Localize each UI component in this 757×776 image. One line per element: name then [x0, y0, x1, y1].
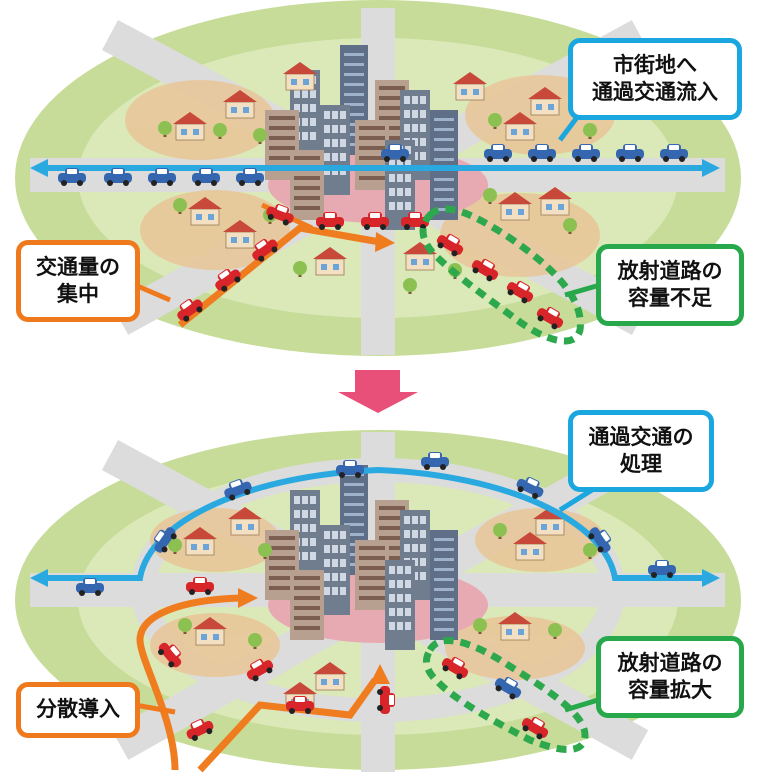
before-scene [15, 0, 741, 356]
callout-line: 処理 [620, 452, 662, 476]
callout-line: 交通量の [36, 254, 120, 279]
before-through-traffic-arrow [30, 159, 720, 177]
callout-before-radial-capacity: 放射道路の 容量不足 [596, 244, 744, 326]
callout-line: 放射道路の [617, 258, 723, 283]
callout-line: 容量不足 [628, 286, 712, 310]
callout-line: 集中 [57, 282, 99, 306]
callout-before-through-traffic: 市街地へ 通過交通流入 [568, 38, 742, 120]
callout-line: 放射道路の [617, 650, 723, 675]
callout-line: 市街地へ [613, 52, 697, 77]
callout-after-through-traffic: 通過交通の 処理 [568, 410, 714, 492]
after-scene [15, 430, 741, 773]
callout-after-radial-capacity: 放射道路の 容量拡大 [596, 636, 744, 718]
callout-before-concentration: 交通量の 集中 [16, 240, 140, 322]
callout-line: 通過交通流入 [592, 80, 718, 104]
after-radial-dashed-outline [422, 637, 589, 753]
callout-line: 容量拡大 [628, 678, 712, 702]
callout-after-dispersion: 分散導入 [16, 682, 140, 738]
callout-line: 分散導入 [36, 697, 120, 722]
callout-line: 通過交通の [588, 424, 694, 449]
before-radial-dashed-outline [419, 205, 584, 345]
transition-arrow [338, 370, 418, 413]
